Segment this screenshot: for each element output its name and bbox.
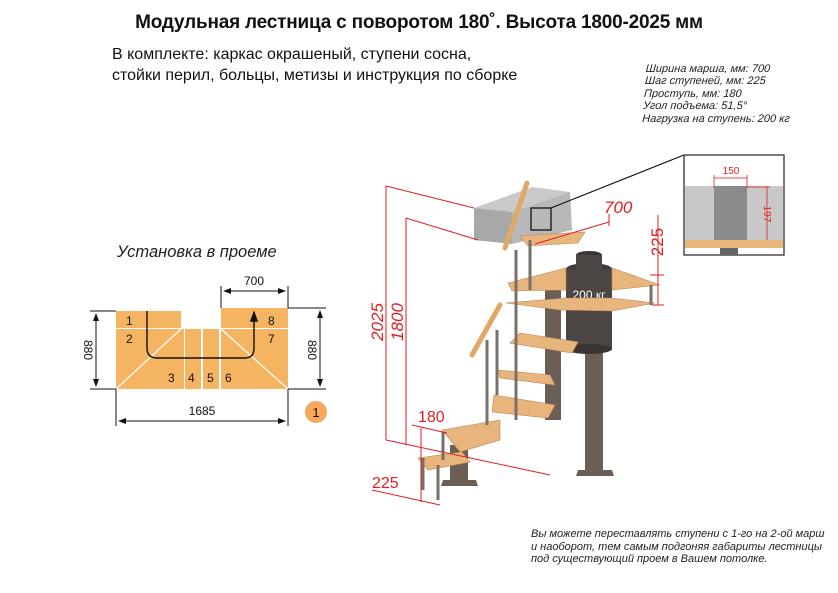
tread [509, 332, 579, 354]
tread [497, 369, 556, 386]
tread [417, 451, 471, 471]
step-number: 2 [126, 332, 133, 346]
dim-bottom-pitch: 225 [372, 475, 399, 492]
step-number: 3 [168, 371, 175, 385]
step-number: 5 [207, 371, 214, 385]
step-3 [181, 329, 184, 389]
handrails [469, 180, 530, 358]
step-number: 7 [268, 332, 275, 346]
balusters [421, 240, 653, 500]
tread [505, 297, 656, 312]
treads [417, 231, 661, 471]
step-4 [185, 329, 201, 389]
bracket-detail: 150 197 [683, 154, 785, 256]
kit-contents: В комплекте: каркас окрашеный, ступени с… [112, 44, 517, 86]
dim-step-pitch: 225 [648, 228, 667, 256]
dim-march-width: 700 [604, 198, 633, 217]
tread [611, 267, 661, 291]
dim-total-width: 1685 [189, 404, 216, 418]
dim-height-right: 880 [305, 340, 319, 360]
dim-bracket-height: 197 [761, 206, 772, 223]
dim-min-height: 1800 [388, 303, 407, 341]
page-title: Модульная лестница с поворотом 180˚. Выс… [135, 12, 703, 33]
dim-width-700: 700 [244, 274, 264, 288]
tread [491, 394, 556, 419]
kit-line: стойки перил, больцы, метизы и инструкци… [112, 67, 518, 84]
note-line: под существующий проем в Вашем потолке. [531, 553, 768, 566]
step-number: 1 [126, 314, 133, 328]
dim-height-left: 880 [81, 340, 95, 360]
note-line: и наоборот, тем самым подгоняя габариты … [531, 540, 822, 553]
installation-title: Установка в проеме [117, 243, 277, 261]
dimension-lines [371, 185, 664, 506]
figure-badge [305, 401, 327, 423]
dim-tread: 180 [418, 409, 445, 426]
note-line: Вы можете переставлять ступени с 1-го на… [531, 528, 825, 540]
step-number: 4 [188, 371, 195, 385]
step-blocks [115, 308, 289, 390]
step-number: 8 [268, 314, 275, 328]
step-number: 6 [225, 371, 232, 385]
kit-line: В комплекте: каркас окрашеный, ступени с… [112, 46, 472, 63]
tread [441, 419, 501, 453]
tread [507, 267, 567, 292]
figure-badge-number: 1 [312, 405, 319, 420]
step-1 [116, 311, 181, 328]
dim-bracket-width: 150 [723, 166, 740, 177]
step-5 [203, 329, 219, 389]
dim-total-height: 2025 [368, 303, 387, 342]
rearrange-note: Вы можете переставлять ступени с 1-го на… [531, 528, 825, 566]
